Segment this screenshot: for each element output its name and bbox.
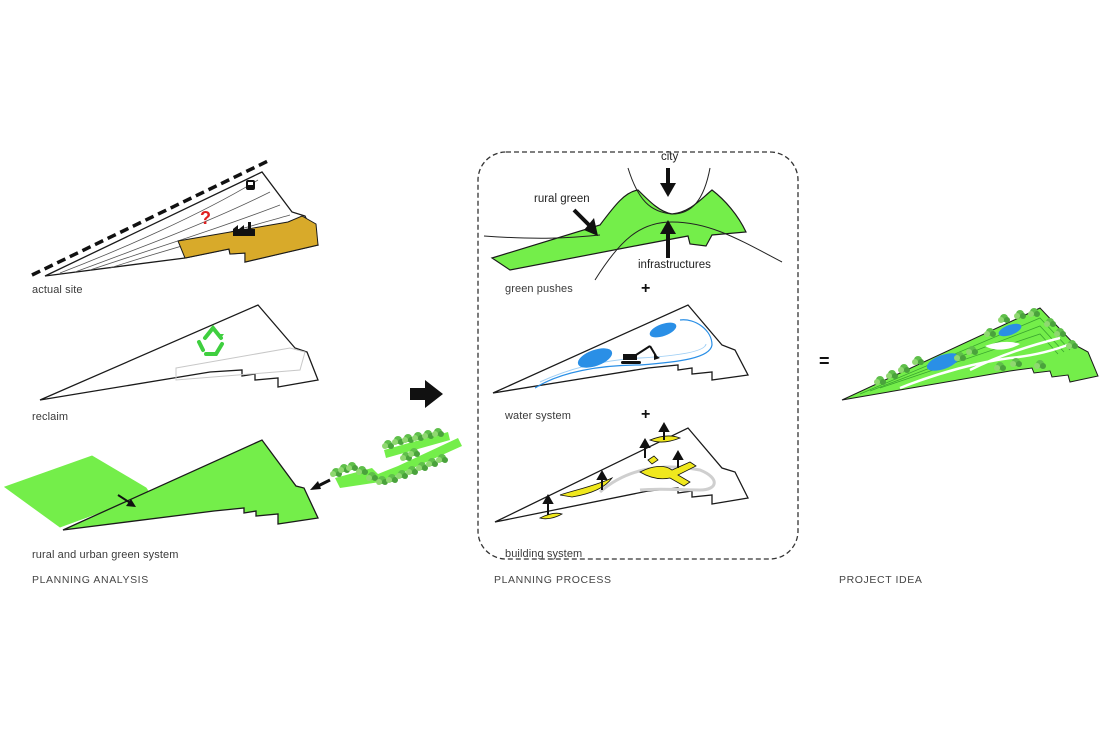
boundary-dashed-line [31, 159, 269, 277]
infrastructure-line [483, 234, 601, 239]
reclaim-diagram [39, 304, 319, 401]
arrow-icon [117, 494, 136, 507]
urban-green-site [62, 439, 319, 531]
project-paths [899, 336, 1071, 390]
project-idea-heading: PROJECT IDEA [839, 574, 923, 586]
city-annotation: city [661, 151, 679, 163]
city-curve [627, 167, 711, 215]
infrastructure-curve [594, 221, 783, 281]
water-pond [577, 348, 613, 368]
arrow-icon [542, 421, 684, 515]
water-pond [649, 322, 677, 338]
planning-analysis-heading: PLANNING ANALYSIS [32, 574, 149, 586]
arrow-icon [660, 168, 676, 197]
green-system-diagram [3, 428, 462, 531]
reclaim-label: reclaim [32, 411, 69, 423]
process-frame [477, 151, 799, 560]
water-system-diagram [492, 304, 750, 394]
green-pushes-label: green pushes [505, 283, 573, 295]
project-pond [998, 323, 1022, 337]
green-pushes-diagram [483, 167, 783, 281]
plus-sign: + [641, 406, 651, 423]
building-system-label: building system [505, 548, 583, 560]
arrow-icon [660, 220, 676, 258]
arrow-icon [310, 478, 331, 490]
green-system-label: rural and urban green system [32, 549, 179, 561]
project-idea-diagram [841, 307, 1099, 401]
reclaim-site-outline [39, 304, 319, 401]
water-river [534, 319, 713, 389]
infrastructures-annotation: infrastructures [638, 259, 711, 271]
railway-lines [59, 179, 291, 274]
train-icon [246, 180, 255, 190]
question-mark: ? [200, 208, 211, 228]
building-system-diagram [494, 421, 749, 523]
arrow-icon [410, 380, 443, 408]
planning-process-heading: PLANNING PROCESS [494, 574, 612, 586]
actual-site-diagram [31, 159, 319, 277]
excavator-icon [621, 345, 660, 364]
arrow-icon [572, 208, 598, 236]
actual-site-label: actual site [32, 284, 83, 296]
water-system-label: water system [505, 410, 571, 422]
rural-green-annotation: rural green [534, 193, 590, 205]
green-corridor [335, 432, 462, 488]
green-push-area [490, 189, 747, 271]
recycle-icon [197, 324, 224, 356]
project-pond [926, 353, 960, 371]
plus-sign: + [641, 280, 651, 297]
industrial-zone [177, 215, 319, 263]
reclaim-light-zone [175, 347, 306, 381]
water-site-outline [492, 304, 750, 394]
factory-icon [233, 222, 255, 236]
equals-sign: = [819, 351, 830, 371]
